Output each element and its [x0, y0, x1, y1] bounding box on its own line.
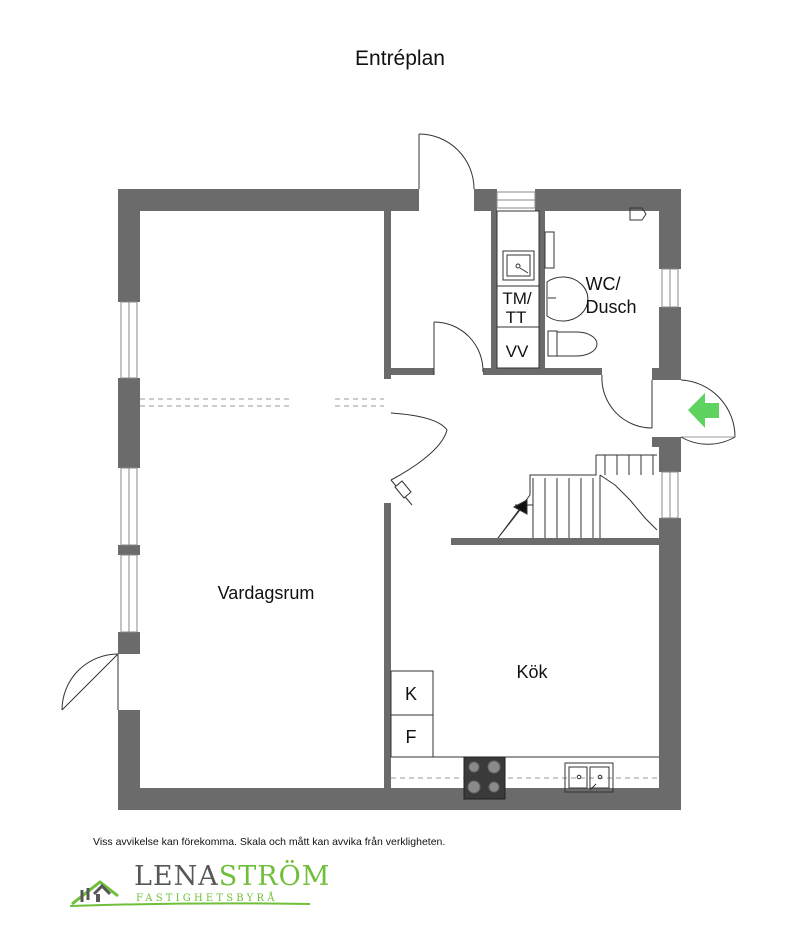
appliance-label-freezer: F	[406, 727, 417, 747]
brand-name: LENASTRÖM	[134, 862, 330, 892]
brand-name-part1: LENA	[134, 861, 219, 892]
room-label-kitchen: Kök	[516, 662, 548, 682]
sink-icon	[502, 250, 535, 281]
stairs	[497, 454, 658, 539]
room-label-vv: VV	[506, 342, 529, 361]
kitchen-appliances	[390, 670, 659, 800]
outer-walls	[118, 189, 681, 810]
plan-title: Entréplan	[355, 47, 445, 70]
appliance-label-fridge: K	[405, 684, 417, 704]
utility-column	[496, 210, 540, 369]
interior-walls	[384, 211, 659, 788]
brand-tagline: FASTIGHETSBYRÅ	[136, 893, 278, 904]
room-label-tm: TM/	[502, 289, 532, 308]
sink-icon	[564, 762, 614, 793]
room-label-dusch: Dusch	[585, 297, 636, 317]
wc-fixtures	[544, 207, 647, 357]
room-label-tt: TT	[506, 308, 527, 327]
room-label-living: Vardagsrum	[218, 583, 315, 603]
windows	[120, 191, 679, 633]
house-logo-icon	[70, 880, 311, 907]
stove-icon	[463, 756, 506, 800]
entrance-arrow-icon	[688, 393, 719, 428]
room-label-wc: WC/	[586, 274, 621, 294]
dashed-openings	[140, 398, 659, 779]
disclaimer-text: Viss avvikelse kan förekomma. Skala och …	[93, 836, 446, 848]
toilet-icon	[547, 330, 598, 357]
brand-name-part2: STRÖM	[218, 861, 331, 892]
doors	[61, 133, 736, 711]
